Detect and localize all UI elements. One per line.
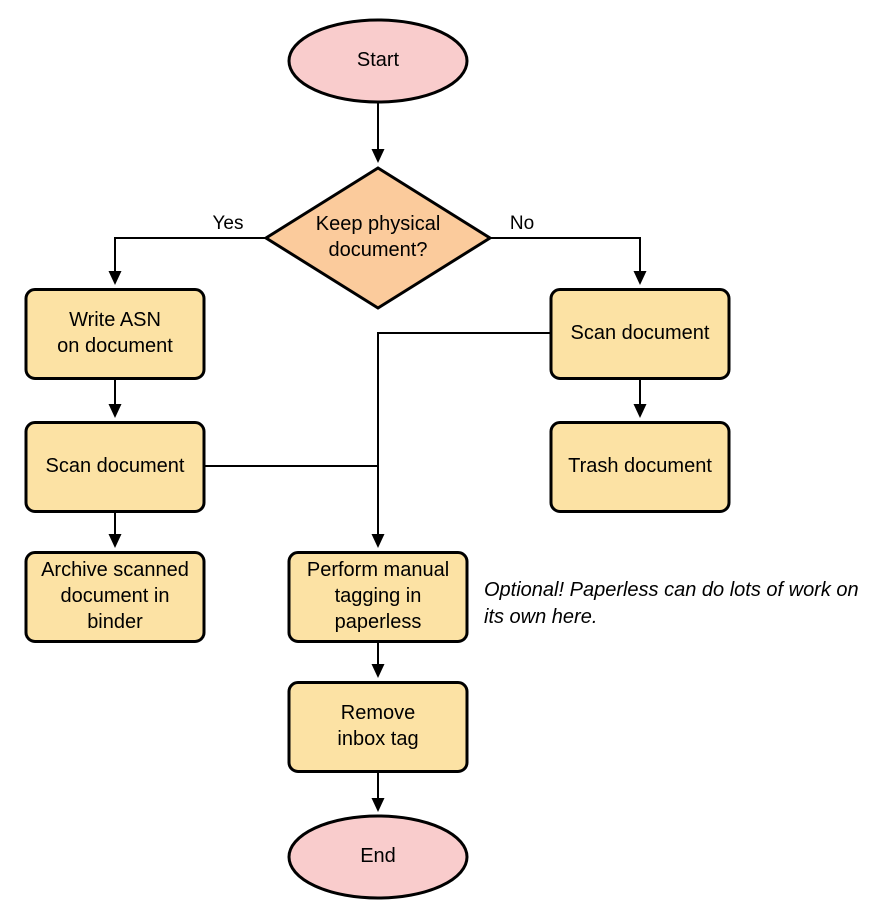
edge-scan-left-to-archive (108, 512, 122, 548)
arrow-head-icon (371, 798, 385, 812)
arrow-head-icon (371, 664, 385, 678)
arrow-head-icon (108, 534, 122, 548)
notes-layer: Optional! Paperless can do lots of work … (484, 579, 859, 628)
node-label: End (360, 845, 396, 867)
process-rect (24, 551, 206, 643)
edge-decision-yes-to-write-asn: Yes (108, 213, 266, 285)
edges-layer: Yes No (108, 102, 647, 812)
arrow-head-icon (633, 271, 647, 285)
node-label: Scan document (46, 455, 185, 477)
edge-scan-right-to-manual-tagging (371, 332, 551, 548)
arrow-head-icon (371, 149, 385, 163)
arrow-head-icon (108, 271, 122, 285)
node-label: Trash document (568, 455, 712, 477)
edge-line (377, 332, 551, 537)
arrow-head-icon (633, 404, 647, 418)
edge-scan-right-to-trash (633, 379, 647, 418)
terminator-ellipse (287, 18, 469, 104)
edge-write-asn-to-scan-left (108, 379, 122, 418)
edge-line (114, 237, 266, 274)
process-rect (287, 551, 469, 643)
edge-line (490, 237, 641, 274)
edge-remove-inbox-to-end (371, 772, 385, 812)
process-rect (287, 681, 469, 773)
process-rect (24, 421, 206, 513)
node-trash-document[interactable]: Trash document (549, 421, 731, 513)
node-label: Scan document (571, 322, 710, 344)
arrow-head-icon (108, 404, 122, 418)
terminator-ellipse (287, 814, 469, 900)
process-rect (24, 288, 206, 380)
edge-decision-no-to-scan-right: No (490, 213, 647, 285)
process-rect (549, 288, 731, 380)
node-end[interactable]: End (287, 814, 469, 900)
edge-label-no: No (510, 213, 534, 234)
edge-start-to-decision (371, 102, 385, 163)
note-optional-note: Optional! Paperless can do lots of work … (484, 579, 859, 628)
arrow-head-icon (371, 534, 385, 548)
decision-diamond (263, 166, 493, 310)
node-start[interactable]: Start (287, 18, 469, 104)
node-scan-document-left[interactable]: Scan document (24, 421, 206, 513)
edge-label-yes: Yes (213, 213, 244, 234)
node-label: Start (357, 49, 400, 71)
node-scan-document-right[interactable]: Scan document (549, 288, 731, 380)
edge-manual-tagging-to-remove-inbox (371, 642, 385, 678)
process-rect (549, 421, 731, 513)
